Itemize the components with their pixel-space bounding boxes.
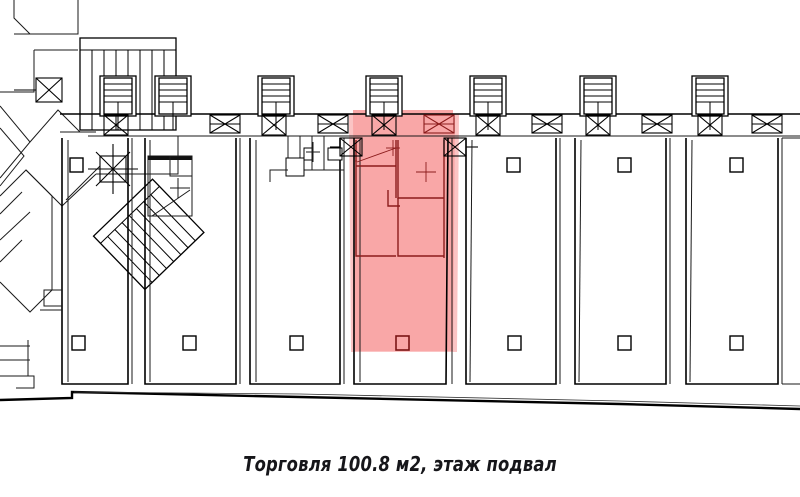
- door-x-6: [697, 114, 723, 136]
- stair-top-2: [154, 75, 192, 130]
- unit-2-interior-room: [147, 155, 193, 217]
- stair-top-3: [257, 75, 295, 130]
- window-hatch-2: [317, 114, 349, 134]
- window-hatch-3-highlighted: [423, 114, 455, 134]
- cross-marker-left: [88, 144, 138, 194]
- column: [617, 157, 632, 173]
- column: [289, 335, 304, 351]
- unit-1[interactable]: [40, 138, 133, 385]
- door-x-5: [585, 114, 611, 136]
- unit-6[interactable]: [574, 138, 671, 385]
- stair-top-6: [579, 75, 617, 130]
- unit-5[interactable]: [465, 138, 561, 385]
- unit-3[interactable]: [249, 136, 345, 385]
- window-hatch-4: [531, 114, 563, 134]
- window-hatch-6: [751, 114, 783, 134]
- column: [507, 335, 522, 351]
- door-x-2: [261, 114, 287, 136]
- column-highlighted: [395, 335, 410, 351]
- unit-7[interactable]: [685, 137, 800, 385]
- unit-4-interior: [355, 140, 445, 258]
- door-x-3: [371, 114, 397, 136]
- opening-symbols-top: [103, 114, 783, 136]
- plan-caption: Торговля 100.8 м2, этаж подвал: [243, 452, 557, 476]
- stair-top-7: [691, 75, 729, 130]
- door-marker-interior-b: [416, 162, 436, 182]
- window-hatch-1: [209, 114, 241, 134]
- stair-top-1: [99, 75, 137, 130]
- stair-top-4: [365, 75, 403, 130]
- door-x-1: [103, 114, 129, 136]
- column: [729, 157, 744, 173]
- door-x-entry-left: [14, 77, 63, 103]
- fixture: [285, 157, 305, 177]
- stair-diagonal: [92, 178, 205, 291]
- column: [506, 157, 521, 173]
- door-x-4: [475, 114, 501, 136]
- stair-row-top: [99, 75, 729, 130]
- misc-detail: [0, 340, 35, 389]
- door-x-unit4-left: [330, 137, 363, 157]
- column: [182, 335, 197, 351]
- column: [617, 335, 632, 351]
- highlight-region: [349, 110, 459, 352]
- unit-3-utility-room: [269, 136, 344, 182]
- unit-2[interactable]: [144, 138, 241, 385]
- window-hatch-5: [641, 114, 673, 134]
- column: [69, 157, 84, 173]
- stair-top-5: [469, 75, 507, 130]
- column: [71, 335, 86, 351]
- bottom-outer-wall: [0, 390, 800, 411]
- highlight-core-fill: [353, 118, 455, 351]
- door-marker-interior-a: [386, 140, 400, 156]
- column: [729, 335, 744, 351]
